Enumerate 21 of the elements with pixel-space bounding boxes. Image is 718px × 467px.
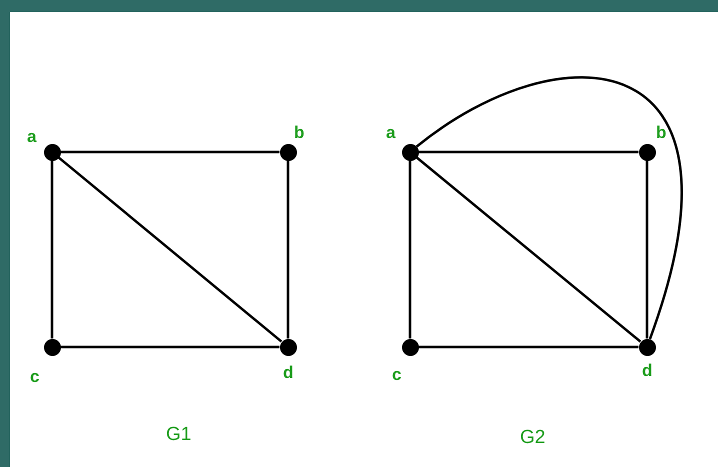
vertex-label: c bbox=[30, 368, 40, 385]
vertex-label: d bbox=[642, 362, 652, 379]
graph-edge bbox=[416, 156, 642, 343]
graph-edge bbox=[286, 160, 290, 338]
graph-edge bbox=[60, 346, 280, 348]
vertex-label: a bbox=[386, 124, 396, 141]
vertex-label: b bbox=[294, 124, 304, 141]
vertex-label: b bbox=[656, 124, 666, 141]
graph-edge bbox=[58, 156, 282, 343]
graph-edge bbox=[408, 160, 412, 338]
vertex-label: d bbox=[283, 364, 294, 381]
graph-edge bbox=[646, 160, 648, 338]
graph-edge bbox=[416, 77, 682, 340]
graph-caption: G1 bbox=[166, 425, 192, 444]
vertex-label: c bbox=[392, 366, 402, 383]
graph-caption: G2 bbox=[520, 428, 546, 447]
graph-edge bbox=[60, 150, 280, 154]
vertex-label: a bbox=[27, 128, 36, 145]
graph-edge bbox=[418, 346, 638, 348]
graph-edge bbox=[50, 160, 54, 338]
graph-edge bbox=[418, 150, 638, 154]
